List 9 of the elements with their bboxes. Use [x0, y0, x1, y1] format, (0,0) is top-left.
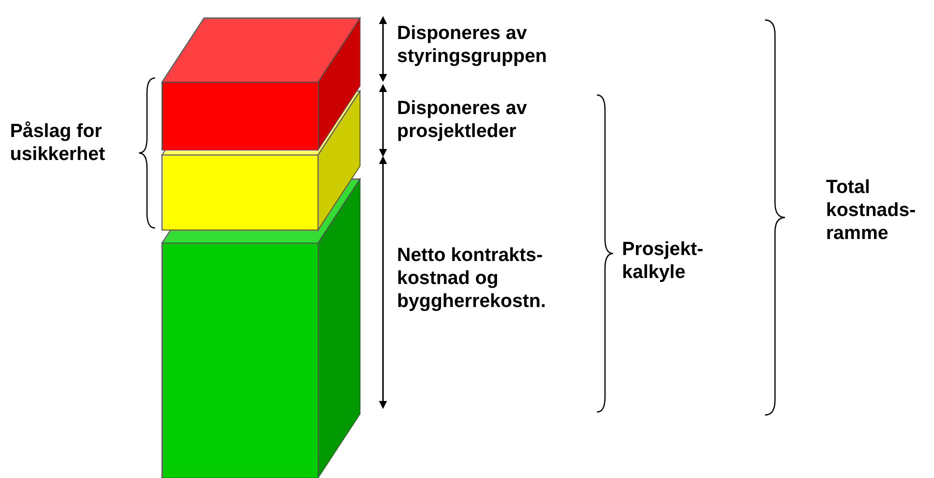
bracket-label: Total kostnads-ramme — [826, 176, 917, 245]
bracket-label: Prosjekt-kalkyle — [622, 238, 704, 284]
block-caption: Netto kontrakts-kostnad og byggherrekostn. — [397, 244, 547, 313]
block-caption: Disponeres av styringsgruppen — [397, 22, 548, 68]
block-caption: Disponeres av prosjektleder — [397, 97, 528, 143]
cost-block — [162, 18, 360, 150]
cost-block — [162, 179, 360, 478]
cost-block — [162, 91, 360, 230]
bracket-label: Påslag for usikkerhet — [10, 120, 106, 166]
